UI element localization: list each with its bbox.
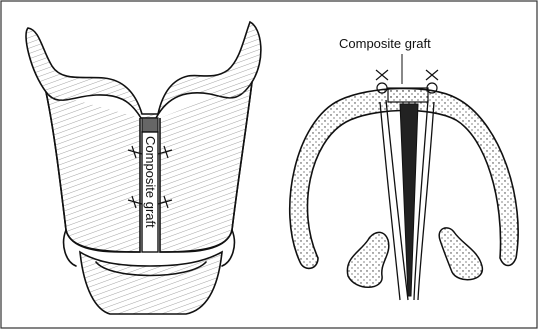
graft-top-right — [388, 88, 428, 102]
arytenoid-left — [347, 232, 388, 287]
thyroid-cartilage-view: Composite graft — [26, 22, 261, 314]
graft-top-block — [142, 118, 158, 132]
composite-graft-label: Composite graft — [339, 36, 431, 51]
axial-view: Composite graft — [290, 36, 518, 300]
cricoid-cartilage — [80, 252, 222, 314]
arytenoid-right — [439, 228, 482, 280]
composite-graft-label-vertical: Composite graft — [143, 136, 158, 228]
